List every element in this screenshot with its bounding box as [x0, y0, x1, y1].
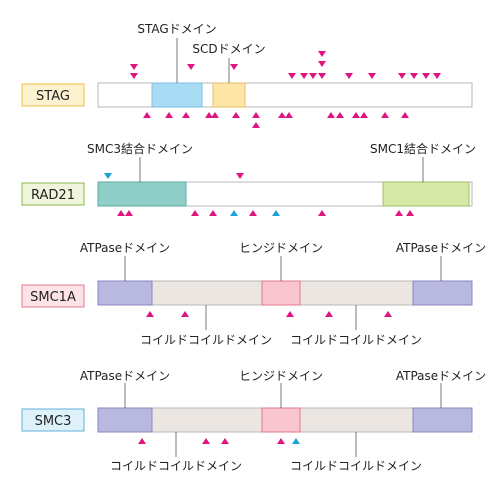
mutation-marker	[191, 210, 199, 216]
mutation-marker	[422, 73, 430, 79]
mutation-marker	[318, 73, 326, 79]
mutation-marker	[272, 210, 280, 216]
mutation-marker	[345, 73, 353, 79]
smc1a-label-box	[21, 284, 85, 308]
mutation-marker	[292, 438, 300, 444]
smc3-hinge-label: ヒンジドメイン	[239, 369, 323, 383]
mutation-marker	[187, 64, 195, 70]
mutation-marker	[433, 73, 441, 79]
smc1a-atpase-c	[412, 280, 473, 306]
mutation-marker	[205, 112, 213, 118]
mutation-marker	[300, 73, 308, 79]
stag-label-box	[21, 83, 85, 107]
rad21-smc1-binding-domain	[382, 181, 470, 207]
mutation-marker	[104, 173, 112, 179]
stag-label: STAG	[36, 89, 70, 104]
mutation-marker	[384, 311, 392, 317]
smc3-coil1-label: コイルドコイルドメイン	[110, 459, 242, 473]
smc3-atpase-n	[97, 407, 153, 433]
scd-domain	[212, 82, 246, 108]
mutation-marker	[360, 112, 368, 118]
rad21-smc3-binding-domain	[97, 181, 187, 207]
smc1a-coil2-label: コイルドコイルドメイン	[290, 333, 422, 347]
mutation-marker	[278, 112, 286, 118]
smc1a-row: SMC1A ATPaseドメイン ヒンジドメイン ATPaseドメイン コイルド…	[21, 241, 486, 347]
mutation-marker	[406, 210, 414, 216]
stag-domain	[151, 82, 203, 108]
mutation-marker	[286, 311, 294, 317]
mutation-marker	[252, 122, 260, 128]
mutation-marker	[138, 438, 146, 444]
smc1a-hinge	[261, 280, 301, 306]
mutation-marker	[288, 73, 296, 79]
smc1a-atpase-n-label: ATPaseドメイン	[80, 241, 170, 255]
mutation-markers-cyan	[104, 173, 300, 444]
smc3-binding-label: SMC3結合ドメイン	[87, 141, 193, 156]
mutation-marker	[117, 210, 125, 216]
mutation-marker	[130, 64, 138, 70]
mutation-marker	[285, 112, 293, 118]
smc3-label: SMC3	[35, 414, 72, 429]
mutation-marker	[336, 112, 344, 118]
mutation-marker	[352, 112, 360, 118]
mutation-marker	[230, 210, 238, 216]
smc3-label-box	[21, 408, 85, 432]
smc3-atpase-c-label: ATPaseドメイン	[396, 369, 486, 383]
mutation-marker	[236, 173, 244, 179]
scd-domain-label: SCDドメイン	[192, 42, 265, 56]
mutation-marker	[143, 112, 151, 118]
mutation-marker	[318, 61, 326, 67]
mutation-marker	[309, 73, 317, 79]
stag-row: STAG STAGドメイン SCDドメイン	[21, 22, 473, 108]
smc3-row: SMC3 ATPaseドメイン ヒンジドメイン ATPaseドメイン コイルドコ…	[21, 369, 486, 473]
mutation-marker	[401, 112, 409, 118]
mutation-marker	[146, 311, 154, 317]
mutation-marker	[230, 64, 238, 70]
mutation-marker	[410, 73, 418, 79]
mutation-marker	[318, 51, 326, 57]
mutation-marker	[182, 112, 190, 118]
smc1a-atpase-c-label: ATPaseドメイン	[396, 241, 486, 255]
smc3-coil2-label: コイルドコイルドメイン	[290, 459, 422, 473]
mutation-marker	[209, 210, 217, 216]
smc3-atpase-c	[412, 407, 473, 433]
mutation-marker	[232, 112, 240, 118]
smc1a-hinge-label: ヒンジドメイン	[239, 241, 323, 255]
mutation-marker	[221, 438, 229, 444]
mutation-marker	[325, 311, 333, 317]
mutation-marker	[130, 73, 138, 79]
mutation-marker	[211, 112, 219, 118]
mutation-marker	[249, 210, 257, 216]
smc3-hinge	[261, 407, 301, 433]
mutation-marker	[318, 210, 326, 216]
mutation-marker	[395, 210, 403, 216]
mutation-marker	[381, 112, 389, 118]
smc3-atpase-n-label: ATPaseドメイン	[80, 369, 170, 383]
smc1-binding-label: SMC1結合ドメイン	[370, 141, 476, 156]
mutation-marker	[368, 73, 376, 79]
smc1a-atpase-n	[97, 280, 153, 306]
mutation-marker	[125, 210, 133, 216]
mutation-marker	[181, 311, 189, 317]
mutation-marker	[165, 112, 173, 118]
rad21-label: RAD21	[31, 188, 75, 203]
rad21-label-box	[21, 182, 85, 206]
mutation-marker	[202, 438, 210, 444]
mutation-marker	[277, 438, 285, 444]
mutation-marker	[327, 112, 335, 118]
mutation-marker	[398, 73, 406, 79]
rad21-row: RAD21 SMC3結合ドメイン SMC1結合ドメイン	[21, 141, 476, 207]
mutation-markers	[117, 51, 441, 444]
smc1a-coil1-label: コイルドコイルドメイン	[140, 333, 272, 347]
stag-domain-label: STAGドメイン	[137, 22, 216, 36]
mutation-marker	[252, 112, 260, 118]
smc1a-label: SMC1A	[30, 290, 76, 305]
